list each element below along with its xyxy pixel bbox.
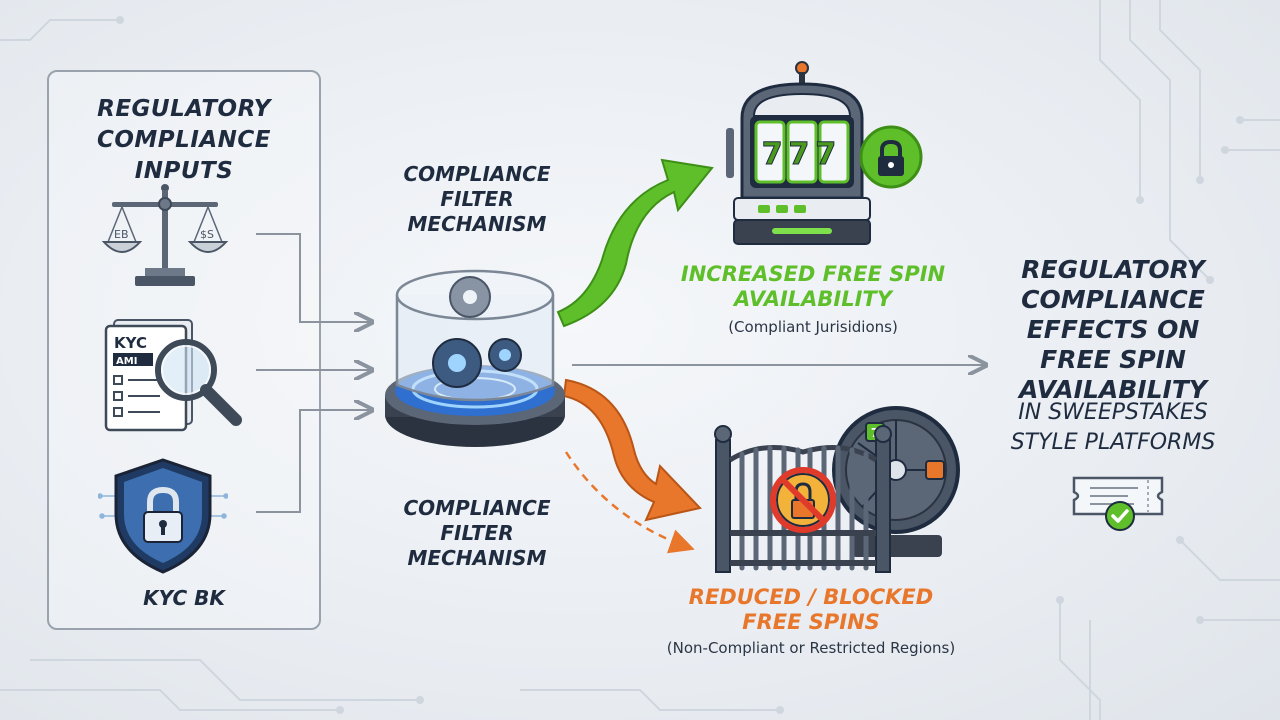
blocked-gate-icon (714, 425, 892, 573)
panel-title: REGULATORY COMPLIANCE INPUTS (96, 96, 272, 184)
filter-cylinder-gears-icon (385, 269, 565, 447)
result-title: REGULATORY COMPLIANCE EFFECTS ON FREE SP… (1019, 255, 1207, 404)
kyc-doc-text-2: AMI (116, 356, 137, 367)
positive-outcome-subtitle: (Compliant Jurisidions) (728, 318, 898, 336)
ticket-check-icon (1072, 476, 1164, 531)
increase-arrow (556, 158, 714, 328)
negative-outcome-title: REDUCED / BLOCKED FREE SPINS (688, 585, 934, 634)
result-subtitle: IN SWEEPSTAKES STYLE PLATFORMS (1010, 400, 1216, 455)
lock-badge-icon (859, 125, 923, 189)
scale-left-text: EB (114, 228, 129, 241)
slot-machine-icon: 777 (726, 61, 871, 245)
slot-symbols: 777 (762, 137, 843, 172)
decrease-arrow (562, 378, 702, 522)
filter-label-top: COMPLIANCE FILTER MECHANISM (403, 162, 551, 236)
kyc-doc-text: KYC (114, 334, 147, 352)
positive-outcome-title: INCREASED FREE SPIN AVAILABILITY (680, 262, 946, 311)
scales-of-justice-icon: EB $S (101, 184, 229, 286)
filter-label-bottom: COMPLIANCE FILTER MECHANISM (403, 496, 551, 570)
shield-caption: KYC BK (143, 586, 225, 610)
kyc-document-magnifier-icon: KYC AMI (104, 319, 242, 432)
security-shield-lock-icon (98, 458, 228, 574)
scale-right-text: $S (200, 228, 214, 241)
negative-outcome-subtitle: (Non-Compliant or Restricted Regions) (666, 639, 956, 657)
